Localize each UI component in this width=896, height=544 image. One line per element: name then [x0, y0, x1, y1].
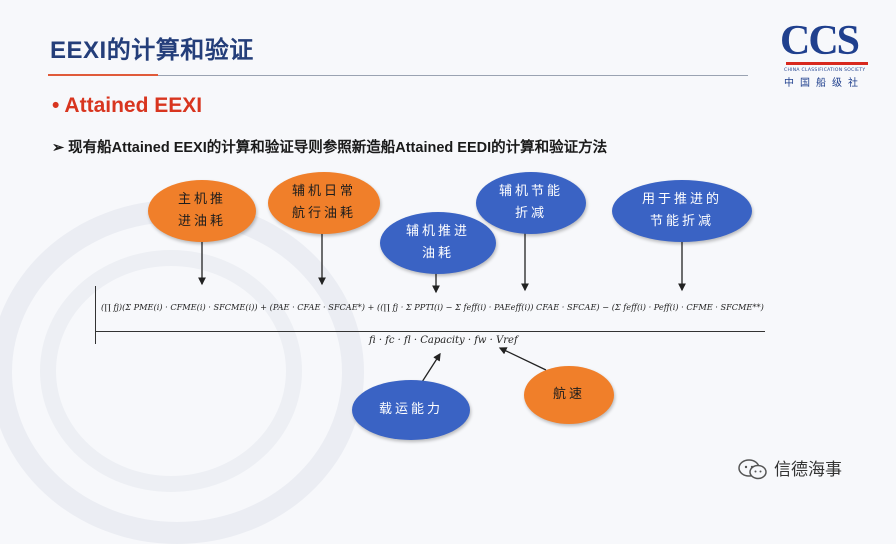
title-underline — [158, 75, 748, 76]
title-underline-accent — [48, 74, 158, 76]
formula-denominator: fi · fc · fl · Capacity · fw · Vref — [369, 335, 518, 346]
ccs-logo: CCS CHINA CLASSIFICATION SOCIETY 中国船级社 — [780, 18, 876, 89]
bubble-speed-line1: 航速 — [552, 387, 585, 402]
bubble-aux-saving: 辅机节能折减 — [476, 172, 586, 234]
bubble-aux-saving-line2: 折减 — [514, 206, 547, 221]
arrow-capacity — [421, 352, 441, 383]
bubble-aux-daily-line2: 航行油耗 — [291, 206, 356, 221]
bubble-aux-propulsion-line2: 油耗 — [421, 246, 454, 261]
bubble-main-engine: 主机推进油耗 — [148, 180, 256, 242]
section-subline: ➢ 现有船Attained EEXI的计算和验证导则参照新造船Attained … — [52, 140, 608, 156]
bubble-capacity-line1: 载运能力 — [378, 402, 443, 417]
section-heading-text: Attained EEXI — [64, 94, 203, 117]
logo-subtitle: CHINA CLASSIFICATION SOCIETY — [784, 68, 866, 73]
bubble-speed: 航速 — [524, 366, 614, 424]
watermark-text: 信德海事 — [774, 460, 842, 480]
bubble-prop-saving-line1: 用于推进的 — [641, 192, 722, 207]
bubble-main-engine-line2: 进油耗 — [177, 214, 226, 229]
bubble-prop-saving-line2: 节能折减 — [649, 214, 714, 229]
bubble-aux-daily-line1: 辅机日常 — [291, 184, 356, 199]
bubble-capacity: 载运能力 — [352, 380, 470, 440]
bubble-aux-propulsion: 辅机推进油耗 — [380, 212, 496, 274]
fraction-bar — [95, 331, 765, 332]
bubble-aux-propulsion-line1: 辅机推进 — [405, 224, 470, 239]
bubble-aux-daily: 辅机日常航行油耗 — [268, 172, 380, 234]
connector-arrows — [198, 232, 686, 383]
logo-text: CCS — [780, 18, 860, 64]
section-heading: • Attained EEXI — [52, 94, 203, 117]
logo-bar — [786, 62, 868, 65]
page-title: EEXI的计算和验证 — [50, 37, 254, 64]
eexi-formula: (∏ fj)(Σ PME(i) · CFME(i) · SFCME(i)) + … — [95, 286, 785, 346]
formula-numerator: (∏ fj)(Σ PME(i) · CFME(i) · SFCME(i)) + … — [101, 302, 764, 312]
wechat-watermark: 信德海事 — [738, 455, 842, 481]
logo-chinese-name: 中国船级社 — [784, 78, 864, 89]
bubble-aux-saving-line1: 辅机节能 — [498, 184, 563, 199]
bubble-main-engine-line1: 主机推 — [177, 192, 226, 207]
wechat-icon — [738, 459, 767, 480]
bubble-prop-saving: 用于推进的节能折减 — [612, 180, 752, 242]
formula-bracket — [95, 286, 96, 344]
arrow-speed — [498, 347, 547, 371]
